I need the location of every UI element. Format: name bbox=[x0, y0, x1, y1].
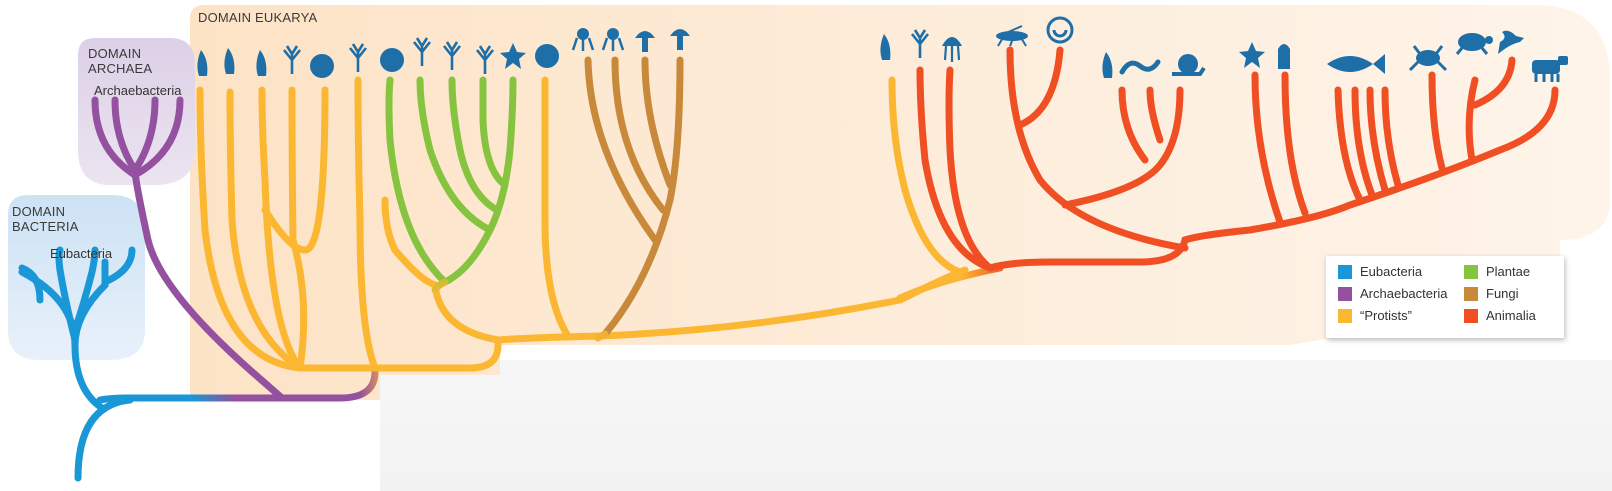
bacteria-archaea-link bbox=[96, 394, 289, 404]
legend-label: Animalia bbox=[1486, 308, 1536, 323]
euglena-icon bbox=[224, 48, 235, 74]
domain-bacteria-label: DOMAIN BACTERIA bbox=[12, 204, 79, 234]
mushroom-icon bbox=[635, 31, 655, 52]
turtle-icon bbox=[1455, 33, 1493, 55]
mold-icon bbox=[571, 28, 595, 51]
protist-plant-join bbox=[431, 278, 449, 294]
sponge-icon bbox=[910, 29, 930, 58]
cow-icon bbox=[1532, 56, 1568, 82]
flatworm-icon bbox=[1102, 52, 1113, 78]
legend-swatch bbox=[1338, 308, 1352, 323]
legend-item-animalia: Animalia bbox=[1464, 308, 1536, 323]
insect-icon bbox=[996, 25, 1028, 47]
legend-swatch bbox=[1464, 264, 1478, 279]
organism-icons bbox=[197, 16, 1568, 82]
legend-label: Archaebacteria bbox=[1360, 286, 1448, 301]
legend-item-plantae: Plantae bbox=[1464, 264, 1530, 279]
flowering-plant-icon bbox=[500, 43, 526, 69]
legend-label: Plantae bbox=[1486, 264, 1531, 279]
archaebacteria-branches bbox=[91, 96, 286, 402]
legend-swatch bbox=[1338, 286, 1352, 301]
slime-mold-icon bbox=[535, 44, 559, 68]
segmented-worm-icon bbox=[1119, 59, 1161, 75]
legend: Eubacteria Plantae Archaebacteria Fungi … bbox=[1326, 256, 1564, 338]
background-fade bbox=[380, 360, 1612, 491]
tunicate-icon bbox=[1278, 44, 1290, 69]
legend-item-eubacteria: Eubacteria bbox=[1338, 264, 1422, 279]
legend-swatch bbox=[1464, 308, 1478, 323]
archaebacteria-group-label: Archaebacteria bbox=[94, 83, 182, 98]
protist-fungi-join bbox=[594, 330, 609, 342]
fern-icon bbox=[442, 41, 462, 70]
eubacteria-group-label: Eubacteria bbox=[50, 246, 113, 261]
animalia-branches bbox=[916, 46, 1559, 272]
legend-item-archaebacteria: Archaebacteria bbox=[1338, 286, 1447, 301]
fish-icon bbox=[1327, 54, 1385, 74]
conifer-icon bbox=[475, 45, 495, 74]
morel-icon bbox=[670, 29, 690, 50]
fungi-branches bbox=[584, 56, 684, 338]
domain-eukarya-label: DOMAIN EUKARYA bbox=[198, 10, 318, 25]
legend-item-fungi: Fungi bbox=[1464, 286, 1519, 301]
legend-swatch bbox=[1464, 286, 1478, 301]
frog-icon bbox=[1408, 45, 1448, 72]
bird-icon bbox=[1498, 30, 1524, 54]
legend-item-protists: “Protists” bbox=[1338, 308, 1412, 323]
snail-icon bbox=[1172, 54, 1206, 76]
legend-label: Eubacteria bbox=[1360, 264, 1423, 279]
green-algae-icon bbox=[348, 43, 368, 72]
legend-label: “Protists” bbox=[1360, 308, 1412, 323]
sea-star-icon bbox=[1239, 42, 1265, 68]
archaea-eukarya-link bbox=[281, 368, 379, 402]
red-algae-icon bbox=[282, 45, 302, 74]
foraminifera-icon bbox=[310, 54, 334, 78]
diatom-icon bbox=[380, 48, 404, 72]
legend-label: Fungi bbox=[1486, 286, 1519, 301]
jellyfish-icon bbox=[942, 37, 962, 62]
bacteria-region bbox=[8, 195, 145, 360]
amoeba-icon bbox=[197, 50, 208, 76]
plantae-branches bbox=[385, 76, 517, 286]
paramecium-icon bbox=[256, 50, 267, 76]
roundworm-icon bbox=[1046, 16, 1074, 44]
choanoflagellate-icon bbox=[880, 34, 891, 60]
moss-icon bbox=[412, 37, 432, 66]
domain-archaea-label: DOMAIN ARCHAEA bbox=[88, 46, 153, 76]
legend-swatch bbox=[1338, 264, 1352, 279]
yeast-icon bbox=[601, 28, 625, 51]
protist-branches bbox=[196, 76, 969, 372]
